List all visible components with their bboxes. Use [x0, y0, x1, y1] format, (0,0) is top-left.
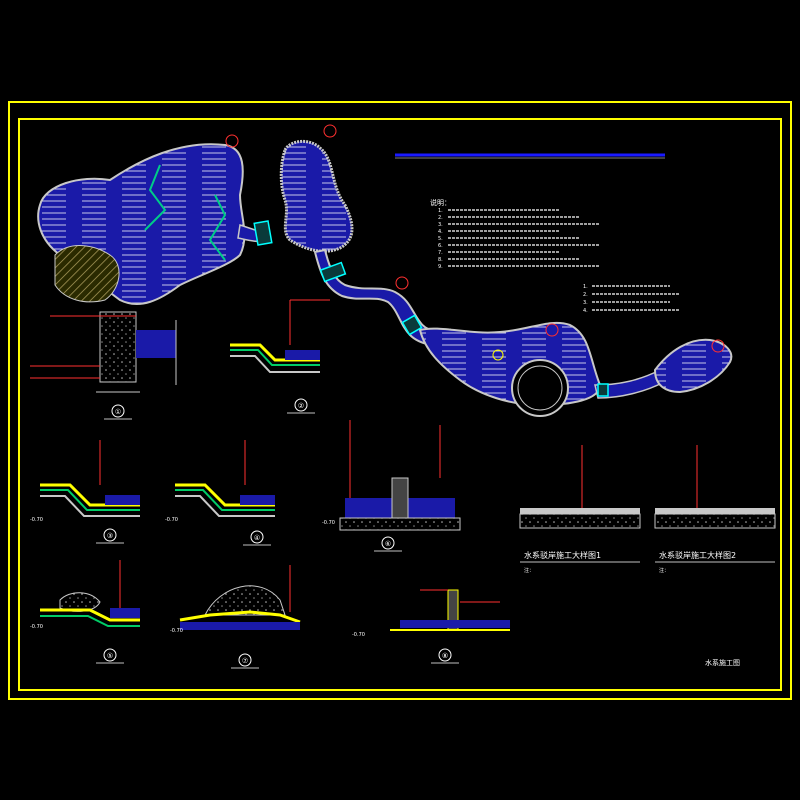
- pond-upper: [279, 140, 354, 253]
- elevation-label: -0.70: [165, 517, 178, 523]
- section-marker: ⑧: [442, 652, 448, 660]
- detail-a-title: 水系驳岸施工大样图1: [524, 550, 601, 560]
- elevation-label: -0.70: [30, 624, 43, 630]
- section-7: [179, 565, 301, 630]
- section-marker: ①: [115, 408, 121, 416]
- note-item: 3.: [438, 222, 443, 228]
- pond-middle: [418, 321, 602, 407]
- note-item: 4.: [438, 229, 443, 235]
- section-marker: ③: [107, 532, 113, 540]
- elevation-label: -0.70: [352, 632, 365, 638]
- notes-block: 说明： 1.2.3.4.5.6.7.8.9. 1.2.3.4.: [395, 153, 680, 314]
- detail-b-note: 注：: [659, 567, 669, 574]
- note-item: 7.: [438, 250, 443, 256]
- section-1: [30, 311, 177, 393]
- note-b-item: 1.: [583, 284, 588, 290]
- section-marker: ⑥: [385, 540, 391, 548]
- detail-b-title: 水系驳岸施工大样图2: [659, 550, 736, 560]
- note-item: 9.: [438, 264, 443, 270]
- section-marker: ②: [298, 402, 304, 410]
- elevation-label: -0.70: [30, 517, 43, 523]
- detail-a: 水系驳岸施工大样图1 注：: [519, 445, 641, 574]
- pond-right: [653, 338, 733, 394]
- note-item: 1.: [438, 208, 443, 214]
- outer-frame: [8, 101, 792, 700]
- section-marker: ④: [254, 534, 260, 542]
- note-item: 8.: [438, 257, 443, 263]
- island: [511, 359, 569, 417]
- section-6: [339, 420, 461, 531]
- bridge-1: [253, 220, 273, 246]
- section-2: [230, 299, 330, 373]
- section-3: [40, 440, 140, 517]
- detail-b: 水系驳岸施工大样图2 注：: [654, 445, 776, 574]
- detail-a-note: 注：: [524, 567, 534, 574]
- section-5: [40, 560, 140, 627]
- section-marker: ⑤: [107, 652, 113, 660]
- elevation-label: -0.70: [170, 628, 183, 634]
- beach-hatch: [54, 245, 120, 303]
- elevation-label: -0.70: [322, 520, 335, 526]
- bridge-4: [597, 383, 609, 397]
- note-b-item: 3.: [583, 300, 588, 306]
- pond-plan: [37, 124, 733, 417]
- section-8: [390, 589, 510, 631]
- inner-frame: [18, 118, 782, 691]
- section-marker: ⑦: [242, 657, 248, 665]
- note-b-item: 4.: [583, 308, 588, 314]
- note-item: 2.: [438, 215, 443, 221]
- notes-title: 说明：: [430, 198, 451, 207]
- bridge-3: [401, 314, 423, 336]
- bridge-2: [319, 261, 347, 283]
- note-item: 6.: [438, 243, 443, 249]
- sheet-title: 水系施工图: [705, 658, 740, 667]
- note-b-item: 2.: [583, 292, 588, 298]
- note-item: 5.: [438, 236, 443, 242]
- section-4: [175, 440, 275, 517]
